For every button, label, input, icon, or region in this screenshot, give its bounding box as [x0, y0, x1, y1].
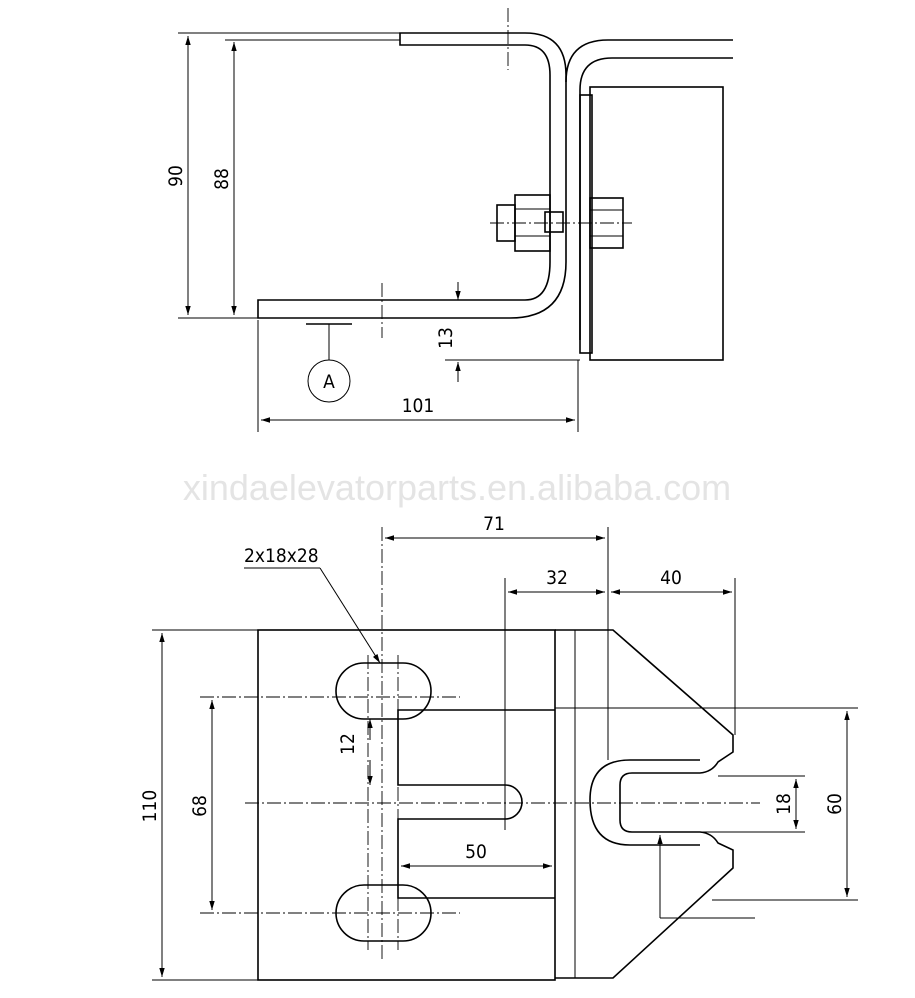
bottom-view: 71 32 40 2x18x28 12 110 68 50 18 [139, 513, 858, 981]
comb-cutout [397, 709, 555, 899]
shoe-slot [589, 759, 700, 846]
bracket-profile [257, 32, 567, 319]
shoe-plate [589, 86, 724, 361]
dim-18: 18 [773, 793, 795, 815]
dim-40: 40 [660, 567, 682, 589]
dim-bottom-offset: 13 [435, 327, 457, 349]
shoe-liner [579, 94, 593, 354]
top-view: 90 88 13 101 A [165, 8, 733, 432]
slot-note: 2x18x28 [244, 545, 319, 567]
section-marker-circle [307, 359, 351, 403]
dim-50: 50 [465, 841, 487, 863]
clip-flange [565, 39, 733, 340]
dim-inner-height: 88 [211, 168, 233, 190]
main-plate [257, 629, 556, 981]
guide-shoe [555, 629, 734, 979]
bolt [490, 194, 632, 252]
dim-width: 101 [402, 395, 435, 417]
watermark: xindaelevatorparts.en.alibaba.com [183, 467, 731, 508]
dim-68: 68 [189, 795, 211, 817]
dim-overall-height: 90 [165, 165, 187, 187]
dim-12: 12 [337, 733, 359, 755]
dim-60: 60 [824, 793, 846, 815]
dim-71: 71 [483, 513, 505, 535]
dim-110: 110 [139, 790, 161, 823]
slot-upper [335, 662, 432, 720]
dim-32: 32 [546, 567, 568, 589]
section-marker-label: A [323, 371, 335, 393]
